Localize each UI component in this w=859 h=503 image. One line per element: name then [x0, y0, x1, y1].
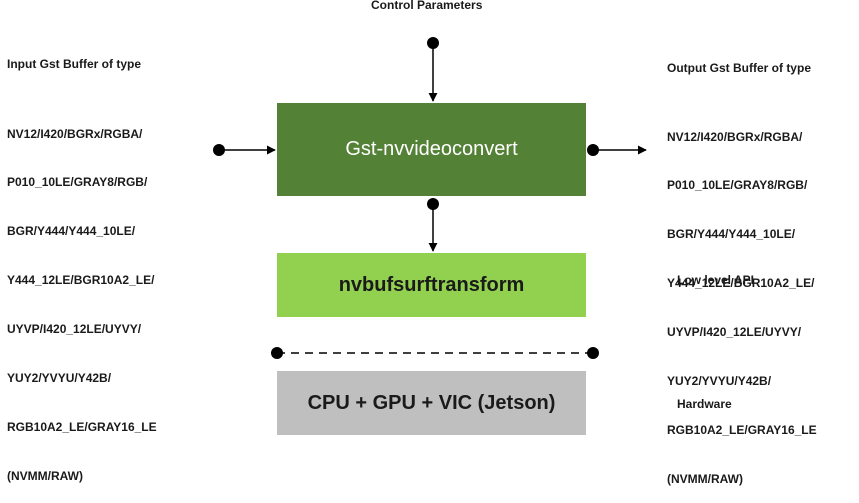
- output-format-line: Y444_12LE/BGR10A2_LE/: [667, 276, 815, 291]
- input-formats-list: NV12/I420/BGRx/RGBA/ P010_10LE/GRAY8/RGB…: [7, 93, 157, 500]
- gst-nvvideoconvert-box: Gst-nvvideoconvert: [277, 103, 586, 196]
- hardware-divider: [271, 347, 599, 359]
- hardware-box: CPU + GPU + VIC (Jetson): [277, 371, 586, 435]
- output-format-line: P010_10LE/GRAY8/RGB/: [667, 178, 808, 193]
- hardware-label: CPU + GPU + VIC (Jetson): [307, 391, 556, 414]
- input-arrow: [213, 144, 276, 156]
- nvbufsurftransform-box: nvbufsurftransform: [277, 253, 586, 317]
- input-format-line: UYVP/I420_12LE/UYVY/: [7, 322, 142, 337]
- output-format-line: BGR/Y444/Y444_10LE/: [667, 227, 796, 242]
- input-format-line: BGR/Y444/Y444_10LE/: [7, 224, 136, 239]
- input-format-line: YUY2/YVYU/Y42B/: [7, 371, 112, 386]
- nvbufsurftransform-label: nvbufsurftransform: [338, 273, 525, 296]
- connectors: [213, 37, 647, 359]
- input-format-line: Y444_12LE/BGR10A2_LE/: [7, 273, 155, 288]
- control-parameters-label: Control Parameters: [371, 0, 483, 12]
- input-format-line: RGB10A2_LE/GRAY16_LE: [7, 419, 157, 434]
- control-arrow: [427, 37, 439, 102]
- output-buffer-title: Output Gst Buffer of type: [667, 61, 811, 75]
- output-arrow: [587, 144, 647, 156]
- low-level-api-label: Low level API: [677, 273, 754, 287]
- input-format-line: P010_10LE/GRAY8/RGB/: [7, 175, 148, 190]
- input-buffer-title: Input Gst Buffer of type: [7, 57, 141, 71]
- input-format-line: (NVMM/RAW): [7, 468, 83, 483]
- transform-arrow: [427, 198, 439, 252]
- output-format-line: (NVMM/RAW): [667, 471, 743, 486]
- output-format-line: UYVP/I420_12LE/UYVY/: [667, 325, 802, 340]
- hardware-side-label: Hardware: [677, 397, 732, 411]
- output-format-line: YUY2/YVYU/Y42B/: [667, 374, 772, 389]
- output-format-line: NV12/I420/BGRx/RGBA/: [667, 129, 803, 144]
- divider-right-dot: [587, 347, 599, 359]
- output-format-line: RGB10A2_LE/GRAY16_LE: [667, 422, 817, 437]
- gst-nvvideoconvert-label: Gst-nvvideoconvert: [345, 138, 518, 160]
- input-format-line: NV12/I420/BGRx/RGBA/: [7, 126, 143, 141]
